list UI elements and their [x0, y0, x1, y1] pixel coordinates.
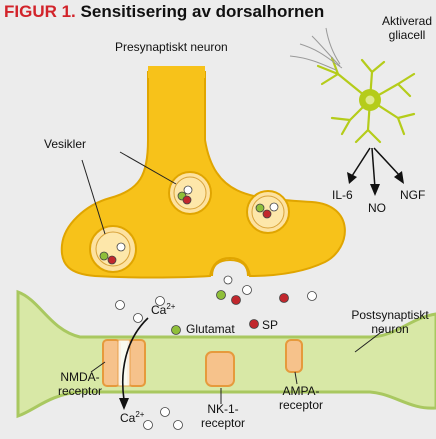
ngf-label: NGF	[400, 188, 426, 202]
figure-title: FIGUR 1. Sensitisering av dorsalhornen	[4, 2, 324, 22]
vesikler-pointer	[81, 159, 106, 235]
vesicle-fusion-pocket	[211, 258, 249, 277]
ca-top-label: Ca2+	[151, 302, 175, 317]
activated-glia-cell	[316, 56, 416, 144]
ca-ion-dot	[242, 285, 252, 295]
postsynaptic-label-line2: neuron	[371, 322, 409, 336]
ampa-receptor	[285, 339, 303, 373]
glia-nucleus	[365, 95, 375, 105]
glia-output-arrows	[347, 147, 404, 196]
vesikler-pointer	[119, 151, 177, 185]
nmda-label-line1: NMDA-	[60, 370, 100, 384]
glia-fibers	[289, 27, 343, 71]
sp-dot	[279, 293, 289, 303]
ca-bottom-text: Ca	[120, 411, 136, 425]
glia-label-line1: Aktiverad	[381, 14, 433, 28]
presynaptic-label: Presynaptiskt neuron	[115, 40, 228, 54]
nmda-label-line2: receptor	[57, 384, 103, 398]
glia-label: Aktiverad gliacell	[380, 14, 434, 42]
ca-flow-arrow	[121, 317, 149, 401]
nk1-label-line1: NK-1-	[207, 402, 239, 416]
ca-ion-dot	[143, 420, 153, 430]
vesicle	[168, 171, 212, 215]
nmda-label: NMDA- receptor	[52, 370, 108, 398]
glutamat-dot	[216, 290, 226, 300]
ca-bottom-charge: 2+	[135, 410, 145, 419]
nmda-pointer	[90, 361, 106, 373]
nk1-label-line2: receptor	[200, 416, 246, 430]
nk1-receptor	[205, 351, 235, 387]
ca-ion-dot	[307, 291, 317, 301]
ampa-pointer	[294, 371, 298, 385]
ca-ion-dot	[133, 313, 143, 323]
sp-label: SP	[262, 318, 279, 332]
presynaptic-axon	[148, 66, 205, 78]
ca-ion-dot	[173, 420, 183, 430]
ca-top-text: Ca	[151, 303, 167, 317]
ampa-label-line1: AMPA-	[282, 384, 320, 398]
ca-bottom-label: Ca2+	[120, 410, 144, 425]
ampa-label-line2: receptor	[278, 398, 324, 412]
ca-flow-arrowhead	[119, 398, 129, 410]
nk1-label: NK-1- receptor	[196, 402, 250, 430]
sp-dot	[231, 295, 241, 305]
vesicles-label: Vesikler	[44, 137, 87, 151]
ca-top-charge: 2+	[166, 302, 176, 311]
glutamat-legend-dot	[171, 325, 181, 335]
ampa-label: AMPA- receptor	[272, 384, 330, 412]
figure-title-text: Sensitisering av dorsalhornen	[80, 2, 325, 21]
glia-label-line2: gliacell	[388, 28, 426, 42]
postsynaptic-label-line1: Postsynaptiskt	[351, 308, 429, 322]
no-label: NO	[368, 201, 386, 215]
postsynaptic-pointer	[354, 329, 385, 353]
ca-ion-dot	[160, 407, 170, 417]
vesicle	[246, 190, 290, 234]
ca-ion-dot	[115, 300, 125, 310]
ca-ion-dot	[155, 296, 165, 306]
released-dot	[223, 275, 233, 285]
figure-number: FIGUR 1.	[4, 2, 76, 21]
glutamat-label: Glutamat	[186, 322, 235, 336]
il6-label: IL-6	[332, 188, 353, 202]
sp-legend-dot	[249, 319, 259, 329]
postsynaptic-label: Postsynaptiskt neuron	[348, 308, 432, 336]
vesicle	[89, 225, 137, 273]
